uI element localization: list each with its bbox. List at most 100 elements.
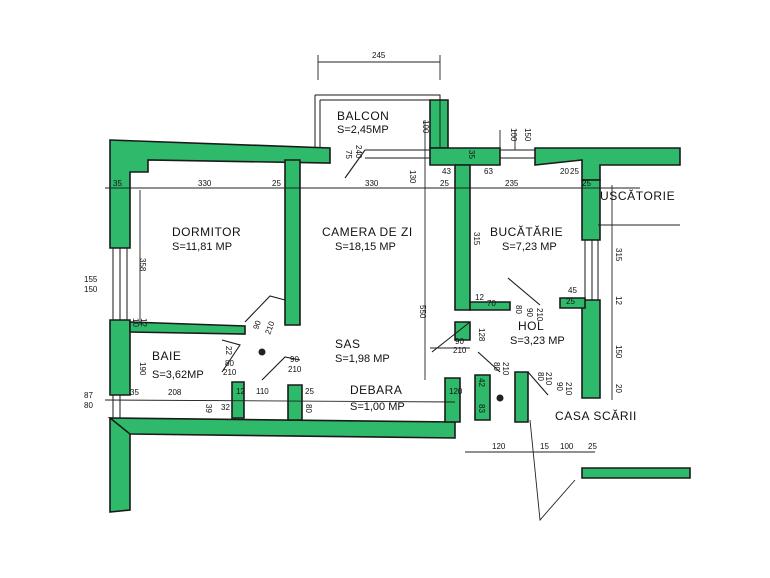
- dim-text: 315: [614, 248, 623, 262]
- room-debara-name: DEBARA: [350, 383, 402, 397]
- dim-text: 80: [225, 359, 234, 368]
- dim-text: 12: [139, 318, 148, 327]
- dim-text: 32: [221, 403, 230, 412]
- dim-text: 45: [568, 286, 577, 295]
- wall-baie-right: [231, 381, 245, 419]
- dim-text: 15: [540, 442, 549, 451]
- wall-debara-left: [287, 384, 303, 421]
- room-camera-name: CAMERA DE ZI: [322, 225, 413, 239]
- dim-text: 12: [236, 387, 245, 396]
- dim-text: 110: [256, 387, 269, 396]
- dim-text: 70: [487, 299, 496, 308]
- dimension-labels: 245 35 330 25 330 25 235 25 358 550 315 …: [84, 51, 623, 451]
- dim-text: 35: [113, 179, 122, 188]
- room-camera-area: S=18,15 MP: [335, 241, 396, 253]
- dim-text: 120: [449, 387, 463, 396]
- dim-text: 120: [492, 442, 506, 451]
- dim-text: 63: [484, 167, 493, 176]
- room-sas-name: SAS: [335, 337, 361, 351]
- dim-text: 235: [505, 179, 519, 188]
- dim-text: 150: [523, 128, 532, 142]
- dim-text: 10: [131, 318, 140, 327]
- dim-text: 150: [84, 285, 98, 294]
- room-baie-area: S=3,62MP: [152, 369, 204, 381]
- dim-text: 210: [223, 368, 237, 377]
- wall-balcon-join: [429, 147, 501, 166]
- dim-text: 25: [272, 179, 281, 188]
- wall-right-lower: [581, 299, 601, 399]
- dim-text: 190: [138, 362, 147, 376]
- dim-text: 90: [290, 355, 299, 364]
- wall-balcon-right: [429, 99, 449, 149]
- dim-text: 35: [467, 150, 476, 159]
- dim-text: 208: [168, 388, 182, 397]
- room-debara-area: S=1,00 MP: [350, 401, 405, 413]
- wall-dormitor-camera: [284, 159, 301, 326]
- dim-text: 210: [288, 365, 302, 374]
- wall-hol-mid: [474, 374, 491, 421]
- dim-text: 210: [544, 372, 553, 386]
- dim-text: 550: [418, 305, 427, 319]
- dim-text: 20: [560, 167, 569, 176]
- dim-text: 330: [198, 179, 212, 188]
- dim-text: 75: [344, 150, 353, 159]
- dim-text: 25: [570, 167, 579, 176]
- dim-text: 80: [492, 362, 501, 371]
- dim-text: 155: [84, 275, 98, 284]
- dim-text: 12: [475, 293, 484, 302]
- room-bucatarie-area: S=7,23 MP: [502, 241, 557, 253]
- room-hol-area: S=3,23 MP: [510, 335, 565, 347]
- dim-text: 128: [477, 328, 486, 342]
- walls: [107, 99, 691, 513]
- doors: [221, 277, 549, 396]
- room-baie-name: BAIE: [152, 349, 181, 363]
- dim-text: 25: [582, 179, 591, 188]
- dim-text: 25: [588, 442, 597, 451]
- column-dot: [258, 348, 266, 356]
- dim-text: 80: [84, 401, 93, 410]
- wall-right: [581, 179, 601, 241]
- dim-text: 330: [365, 179, 379, 188]
- wall-bucatarie-hol: [469, 301, 511, 311]
- dim-text: 83: [477, 404, 486, 413]
- dim-text: 100: [509, 128, 518, 142]
- column-dot: [496, 394, 504, 402]
- dim-text: 90: [525, 308, 534, 317]
- wall-hol-right: [514, 371, 529, 423]
- casa-scarii-label: CASA SCĂRII: [555, 408, 637, 423]
- wall-left-lower: [109, 319, 131, 396]
- wall-top-right: [534, 147, 681, 181]
- dim-text: 25: [566, 297, 575, 306]
- dim-text: 42: [477, 378, 486, 387]
- room-dormitor-area: S=11,81 MP: [172, 241, 232, 253]
- dim-text: 150: [614, 345, 623, 359]
- uscatorie-label: USCĂTORIE: [600, 188, 675, 203]
- dim-text: 80: [304, 404, 313, 413]
- dim-text: 90: [455, 337, 464, 346]
- dim-text: 100: [421, 120, 430, 134]
- dim-text: 210: [535, 308, 544, 322]
- dim-text: 210: [564, 382, 573, 396]
- dim-text: 130: [408, 170, 417, 184]
- dim-text: 210: [453, 346, 467, 355]
- dim-text: 80: [536, 372, 545, 381]
- room-balcon-name: BALCON: [337, 109, 389, 123]
- dim-text: 358: [138, 258, 147, 272]
- dim-text: 240: [354, 145, 363, 159]
- dim-text: 80: [514, 305, 523, 314]
- dim-text: 90: [555, 382, 564, 391]
- dim-text: 20: [614, 384, 623, 393]
- dim-text: 25: [440, 179, 449, 188]
- wall-top-left: [109, 139, 331, 249]
- wall-casa-scarii: [581, 467, 691, 479]
- dim-text: 35: [130, 388, 139, 397]
- dim-text: 43: [442, 167, 451, 176]
- dim-text: 12: [614, 296, 623, 305]
- room-sas-area: S=1,98 MP: [335, 353, 390, 365]
- dim-text: 39: [204, 404, 213, 413]
- wall-camera-bucatarie: [454, 164, 471, 311]
- room-bucatarie-name: BUCĂTĂRIE: [490, 224, 563, 239]
- dim-text: 25: [305, 387, 314, 396]
- dim-text: 210: [263, 320, 276, 336]
